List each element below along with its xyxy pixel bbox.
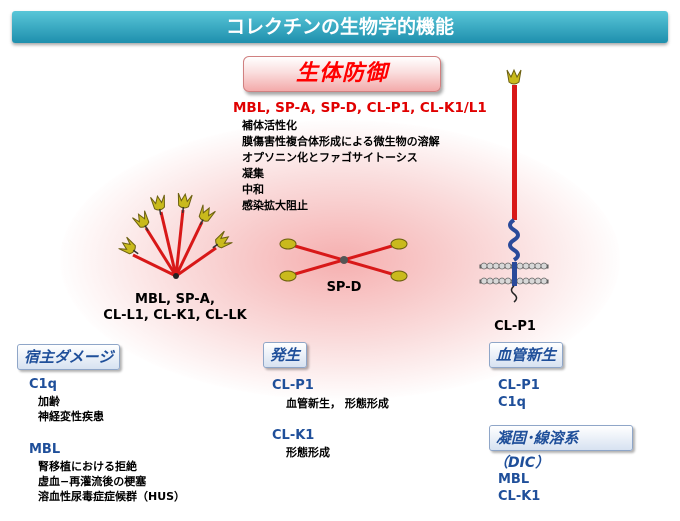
host-damage-mbl: MBL [29,442,61,457]
title-banner: コレクチンの生物学的機能 [12,11,668,43]
coagulation-sub: （DIC） [494,455,550,471]
host-damage-c1q-items: 加齢 神経変性疾患 [38,394,104,424]
host-defense-box: 生体防御 [243,56,441,92]
coagulation-item: MBL [498,472,530,487]
development-clp1: CL-P1 [272,378,314,393]
angiogenesis-item: C1q [498,395,526,410]
coagulation-item: CL-K1 [498,489,541,504]
host-damage-mbl-items: 腎移植における拒絶 虚血−再灌流後の梗塞 溶血性尿毒症症候群（HUS） [38,459,185,504]
development-clp1-items: 血管新生， 形態形成 [286,397,389,410]
function-item: 中和 [242,183,264,196]
function-item: オプソニン化とファゴサイトーシス [242,151,418,164]
bouquet-molecule [117,192,234,279]
host-damage-c1q: C1q [29,377,57,392]
defense-collectins: MBL, SP-A, SP-D, CL-P1, CL-K1/L1 [233,100,487,116]
mbl-item: 溶血性尿毒症症候群（HUS） [38,490,186,503]
function-item: 凝集 [242,167,264,180]
defense-function-list: 補体活性化 膜傷害性複合体形成による微生物の溶解 オプソニン化とファゴサイトーシ… [242,118,440,214]
development-clk1-items: 形態形成 [286,446,330,459]
clp1-molecule [479,68,549,303]
mbl-item: 虚血−再灌流後の梗塞 [38,475,147,488]
spd-label: SP-D [326,280,362,295]
spd-molecule [279,238,408,282]
mbl-item: 腎移植における拒絶 [38,460,137,473]
development-box: 発生 [263,342,308,368]
development-clk1: CL-K1 [272,428,315,443]
bouquet-label-line2: CL-L1, CL-K1, CL-LK [103,308,247,323]
c1q-item: 神経変性疾患 [38,410,104,423]
angiogenesis-item: CL-P1 [498,378,540,393]
c1q-item: 加齢 [38,395,60,408]
function-item: 感染拡大阻止 [242,199,308,212]
clp1-label: CL-P1 [494,319,536,334]
host-damage-box: 宿主ダメージ [17,344,121,370]
function-item: 補体活性化 [242,119,297,132]
bouquet-label-line1: MBL, SP-A, [135,292,215,307]
coagulation-box: 凝固･線溶系 [489,425,633,451]
angiogenesis-box: 血管新生 [489,342,564,368]
function-item: 膜傷害性複合体形成による微生物の溶解 [242,135,440,148]
